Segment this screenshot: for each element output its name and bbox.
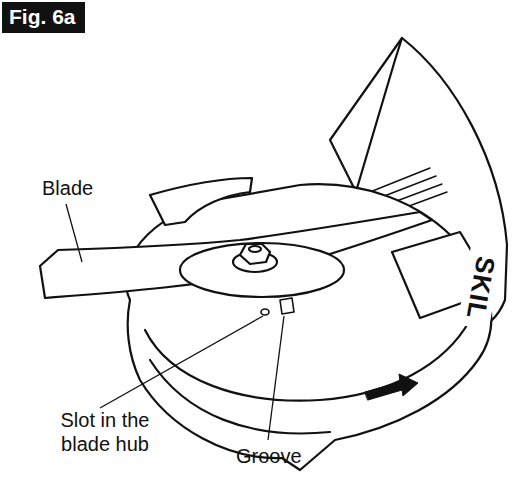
blade xyxy=(40,212,432,298)
part-label: Groove xyxy=(236,444,326,468)
housing xyxy=(126,184,492,470)
blade-hub xyxy=(180,243,344,297)
leader-line xyxy=(66,204,82,262)
guard-rib xyxy=(355,38,402,195)
housing-lower-edge xyxy=(150,360,330,433)
leader-line xyxy=(268,316,284,440)
hub-slot xyxy=(261,309,269,315)
part-label: Slot in the blade hub xyxy=(40,408,170,457)
leader-line xyxy=(100,316,263,408)
nut xyxy=(240,244,270,264)
housing-rim xyxy=(145,320,470,401)
rear-arm xyxy=(150,178,252,225)
figure-title: Fig. 6a xyxy=(2,2,85,33)
part-label: Blade xyxy=(42,176,132,200)
direction-arrow xyxy=(365,374,418,400)
bolt-end xyxy=(249,246,261,252)
groove xyxy=(280,298,294,314)
